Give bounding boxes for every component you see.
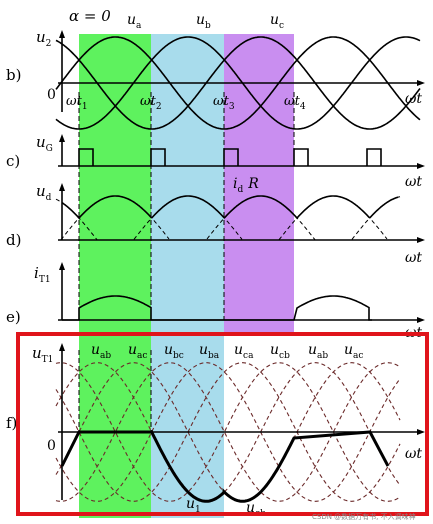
panel-e: e) iT1 ωt	[6, 262, 425, 341]
thyristor-current-curve	[62, 295, 372, 321]
panel-c: c) uG ωt	[6, 133, 425, 190]
panel-f-y-label: uT1	[32, 344, 53, 365]
highlight-frame	[16, 332, 429, 516]
panel-f-label: f)	[6, 414, 17, 432]
timing-markers	[78, 92, 295, 320]
panel-c-label: c)	[6, 152, 20, 170]
alpha-label: α = 0	[69, 7, 111, 25]
t3-label: ωt3	[213, 94, 235, 112]
pair-label-uba: uba	[199, 342, 220, 361]
bottom-label-ucb: ucb	[246, 500, 266, 519]
panel-c-y-arrow	[59, 134, 65, 142]
panel-c-x-label: ωt	[405, 174, 422, 190]
panel-f-x-label: ωt	[405, 446, 422, 462]
thyristor-voltage-curve	[60, 430, 390, 503]
watermark: CSDN @数据万有书, 不入调味神	[312, 512, 416, 521]
t4-label: ωt4	[284, 94, 306, 112]
panel-b-zero: 0	[47, 87, 56, 103]
panel-b-x-label: ωt	[405, 91, 422, 107]
panel-b-y-label: u2	[36, 28, 51, 49]
pair-label-uac-2: uac	[344, 342, 363, 361]
panel-e-y-arrow	[59, 262, 65, 270]
panel-c-y-label: uG	[36, 133, 53, 154]
panel-f-y-arrow	[59, 343, 65, 351]
panel-f: f) uT1 0 ωt uab uac ubc uba uca ucb uab …	[6, 342, 425, 519]
panel-e-label: e)	[6, 308, 21, 326]
phase-c-label: uc	[270, 12, 284, 31]
panel-d-x-label: ωt	[405, 250, 422, 266]
pair-label-ucb: ucb	[270, 342, 290, 361]
panel-c-x-arrow	[417, 163, 425, 169]
panel-d-y-label: ud	[36, 182, 52, 203]
line-voltage-waves-dashed	[55, 362, 401, 502]
panel-b: b) u2 α = 0 ua ub uc 0 ωt ωt1 ωt2 ωt3 ωt…	[6, 7, 425, 130]
pair-label-uca: uca	[234, 342, 254, 361]
phase-a-wave	[55, 36, 421, 130]
panel-b-x-arrow	[417, 80, 425, 86]
panel-b-y-arrow	[59, 30, 65, 38]
t2-label: ωt2	[140, 94, 162, 112]
conduction-band-2	[151, 34, 224, 518]
pair-label-uab-2: uab	[308, 342, 328, 361]
panel-d-y-arrow	[59, 183, 65, 191]
panel-e-y-label: iT1	[34, 264, 51, 285]
phase-a-label: ua	[127, 12, 142, 31]
conduction-band-3	[224, 34, 294, 334]
bottom-label-u1: u1	[186, 496, 201, 515]
panel-d-x-arrow	[417, 237, 425, 243]
phase-b-label: ub	[196, 12, 211, 31]
output-voltage-curve	[61, 195, 399, 220]
phase-b-wave	[55, 36, 421, 130]
pair-label-uac: uac	[128, 342, 147, 361]
phase-c-wave	[55, 36, 421, 130]
panel-b-label: b)	[6, 66, 21, 84]
panel-f-zero: 0	[47, 438, 56, 454]
conduction-band-1	[79, 34, 151, 518]
pair-label-uab: uab	[91, 342, 111, 361]
panel-e-x-arrow	[417, 317, 425, 323]
panel-f-x-arrow	[417, 429, 425, 435]
t1-label: ωt1	[66, 94, 88, 112]
gate-pulses	[78, 148, 382, 166]
pair-label-ubc: ubc	[164, 342, 184, 361]
panel-d-label: d)	[6, 231, 21, 249]
